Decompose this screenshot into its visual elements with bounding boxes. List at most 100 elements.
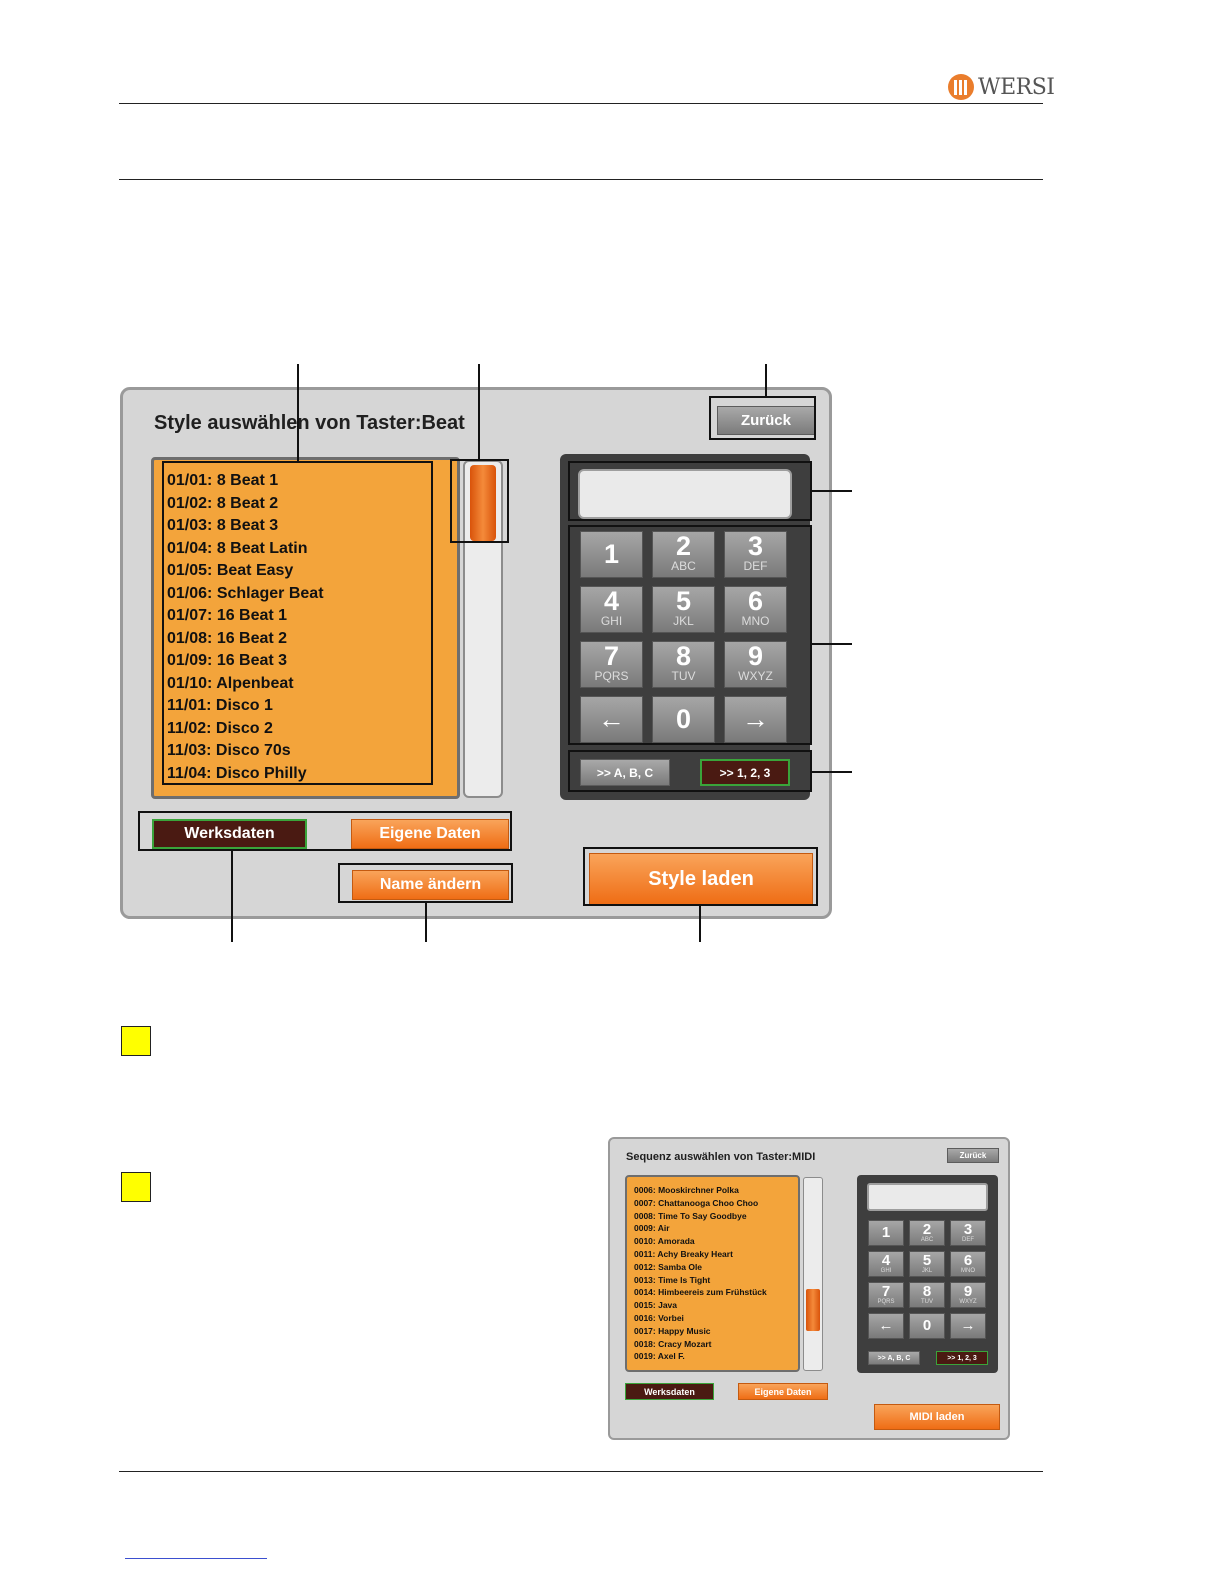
- load-midi-button[interactable]: MIDI laden: [874, 1404, 1000, 1430]
- back-button[interactable]: Zurück: [717, 406, 815, 435]
- keypad-key-letters: JKL: [673, 613, 694, 628]
- list-item[interactable]: 0013: Time Is Tight: [634, 1274, 711, 1285]
- list-item[interactable]: 0009: Air: [634, 1223, 670, 1234]
- keypad-key-letters: GHI: [600, 613, 623, 628]
- callout-box-keys: [568, 525, 812, 745]
- list-item[interactable]: 0011: Achy Breaky Heart: [634, 1249, 733, 1259]
- keypad-key-letters: MNO: [961, 1268, 975, 1275]
- sequence-list[interactable]: 0006: Mooskirchner Polka 0007: Chattanoog…: [625, 1175, 800, 1372]
- list-item[interactable]: 01/06: Schlager Beat: [167, 584, 324, 602]
- list-item[interactable]: 01/10: Alpenbeat: [167, 674, 294, 692]
- keypad-key-number: 1: [881, 1224, 891, 1241]
- list-scrollbar[interactable]: [463, 460, 503, 798]
- keypad-key-number: 5: [675, 586, 692, 616]
- eigene-daten-button[interactable]: Eigene Daten: [351, 819, 509, 849]
- keypad-key-letters: DEF: [962, 1237, 974, 1244]
- callout-line-back: [765, 364, 767, 396]
- keypad-key[interactable]: →: [950, 1313, 986, 1339]
- callout-line-data-source: [231, 851, 233, 942]
- keypad-display: [578, 469, 792, 519]
- keypad-key-number: 7: [881, 1283, 891, 1300]
- list-item[interactable]: 0014: Himbeereis zum Frühstück: [634, 1287, 767, 1298]
- small-scrollbar-thumb[interactable]: [806, 1289, 820, 1331]
- list-item[interactable]: 01/01: 8 Beat 1: [167, 472, 279, 489]
- list-item[interactable]: 01/08: 16 Beat 2: [167, 629, 288, 647]
- keypad-key[interactable]: 0: [652, 696, 715, 743]
- list-item[interactable]: 0007: Chattanooga Choo Choo: [634, 1197, 759, 1208]
- list-item[interactable]: 11/01: Disco 1: [167, 697, 273, 714]
- keypad-key[interactable]: ←: [868, 1313, 904, 1339]
- list-item[interactable]: 0010: Amorada: [634, 1236, 695, 1247]
- mode-abc-button[interactable]: >> A, B, C: [580, 759, 670, 786]
- list-item[interactable]: 01/04: 8 Beat Latin: [167, 539, 308, 557]
- list-item[interactable]: 0015: Java: [634, 1300, 678, 1311]
- small-mode-abc-button[interactable]: >> A, B, C: [868, 1351, 920, 1365]
- list-item[interactable]: 11/03: Disco 70s: [167, 742, 291, 759]
- small-mode-123-button[interactable]: >> 1, 2, 3: [936, 1351, 988, 1365]
- small-list-scrollbar[interactable]: [803, 1177, 823, 1371]
- list-item[interactable]: 01/03: 8 Beat 3: [167, 517, 279, 534]
- keypad-key-letters: WXYZ: [738, 668, 773, 683]
- keypad-key-number: →: [960, 1317, 976, 1334]
- list-item[interactable]: 0019: Axel F.: [634, 1351, 685, 1362]
- list-item[interactable]: 0018: Cracy Mozart: [634, 1338, 712, 1349]
- small-eigene-daten-button[interactable]: Eigene Daten: [738, 1383, 828, 1400]
- keypad-key-number: 9: [963, 1283, 973, 1300]
- list-item[interactable]: 01/02: 8 Beat 2: [167, 494, 279, 512]
- list-item[interactable]: 01/09: 16 Beat 3: [167, 652, 288, 669]
- small-back-button[interactable]: Zurück: [947, 1148, 999, 1163]
- keypad-key-letters: PQRS: [594, 668, 629, 683]
- scrollbar-thumb[interactable]: [470, 465, 496, 541]
- list-item[interactable]: 0016: Vorbei: [634, 1313, 684, 1323]
- list-item[interactable]: 0008: Time To Say Goodbye: [634, 1210, 747, 1221]
- list-item[interactable]: 11/04: Disco Philly: [167, 764, 307, 782]
- werksdaten-button[interactable]: Werksdaten: [152, 819, 307, 849]
- list-item[interactable]: 01/07: 16 Beat 1: [167, 607, 288, 624]
- keypad-key-number: 3: [963, 1221, 973, 1238]
- keypad-key-letters: TUV: [671, 668, 696, 683]
- keypad-key-number: 6: [747, 586, 764, 616]
- list-item[interactable]: 0017: Happy Music: [634, 1325, 711, 1336]
- load-style-button[interactable]: Style laden: [589, 853, 813, 905]
- keypad-key[interactable]: 0: [909, 1313, 945, 1339]
- callout-box-data-source: [138, 811, 512, 851]
- keypad-key[interactable]: →: [724, 696, 787, 743]
- callout-box-list: [162, 461, 433, 785]
- list-item[interactable]: 0012: Samba Ole: [634, 1261, 703, 1272]
- keypad-key-number: 4: [881, 1252, 891, 1269]
- rename-button[interactable]: Name ändern: [352, 870, 509, 900]
- list-item[interactable]: 11/02: Disco 2: [167, 719, 273, 737]
- keypad-key[interactable]: 1: [868, 1220, 904, 1246]
- wersi-logo: WERSI: [948, 73, 1055, 101]
- keypad-key-number: 0: [675, 704, 692, 734]
- keypad-key[interactable]: 1: [580, 531, 643, 578]
- mode-123-button[interactable]: >> 1, 2, 3: [700, 759, 790, 786]
- list-item[interactable]: 01/05: Beat Easy: [167, 562, 294, 579]
- wersi-logo-icon: [948, 74, 974, 100]
- style-list[interactable]: 01/01: 8 Beat 1 01/02: 8 Beat 2 01/03: 8 B…: [151, 457, 460, 799]
- keypad-key-number: 2: [675, 531, 692, 561]
- list-item[interactable]: 0006: Mooskirchner Polka: [634, 1185, 739, 1195]
- keypad-key-letters: ABC: [920, 1237, 934, 1244]
- small-werksdaten-button[interactable]: Werksdaten: [625, 1383, 714, 1400]
- keypad-key[interactable]: ←: [580, 696, 643, 743]
- callout-box-rename: [338, 863, 513, 903]
- sequence-select-screen: Sequenz auswählen von Taster:MIDI Zurück…: [608, 1137, 1010, 1440]
